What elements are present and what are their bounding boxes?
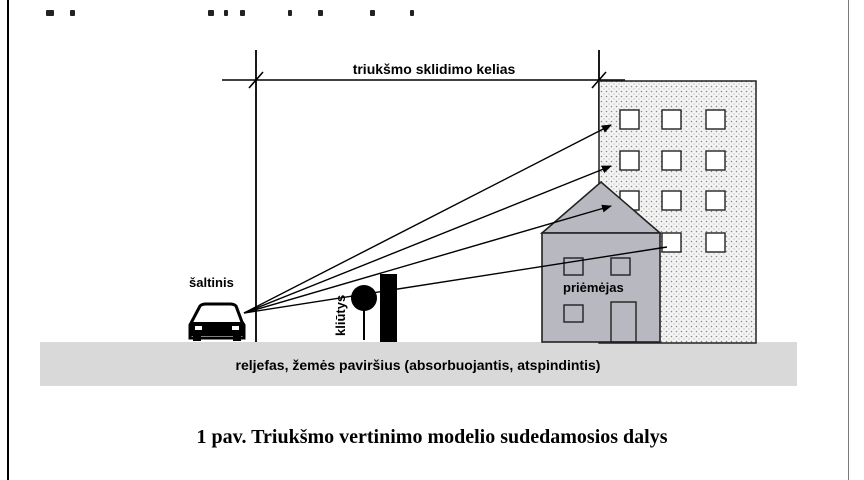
cropped-text-fragment	[18, 0, 438, 18]
building-window	[661, 109, 682, 130]
house-window	[610, 257, 631, 276]
ray-4	[243, 246, 668, 314]
figure-caption: 1 pav. Triukšmo vertinimo modelio sudeda…	[196, 426, 668, 448]
building-window	[661, 150, 682, 171]
building-window	[705, 232, 726, 253]
obstacle-label: kliūtys	[333, 295, 348, 336]
tree-icon	[351, 285, 377, 340]
building-window	[661, 232, 682, 253]
building-window	[705, 190, 726, 211]
page-right-border	[848, 0, 849, 480]
propagation-rays	[243, 124, 668, 314]
building-window	[661, 190, 682, 211]
ray-1	[243, 124, 612, 314]
car-icon	[188, 302, 246, 341]
building-window	[619, 150, 640, 171]
ray-2	[243, 165, 612, 314]
ray-3	[243, 204, 612, 314]
ground-label: reljefas, žemės paviršius (absorbuojanti…	[236, 357, 601, 373]
building-window	[619, 109, 640, 130]
building-window	[705, 150, 726, 171]
building-window	[705, 109, 726, 130]
ground-band	[40, 342, 797, 386]
barrier-wall	[380, 274, 397, 342]
house-window	[563, 257, 584, 276]
noise-path-label: triukšmo sklidimo kelias	[353, 61, 516, 77]
page-left-border	[7, 0, 9, 480]
path-dimension-line	[222, 50, 625, 342]
source-label: šaltinis	[189, 275, 234, 290]
house-door	[610, 301, 637, 343]
house-window	[563, 304, 584, 323]
receiver-label: priėmėjas	[563, 280, 624, 295]
